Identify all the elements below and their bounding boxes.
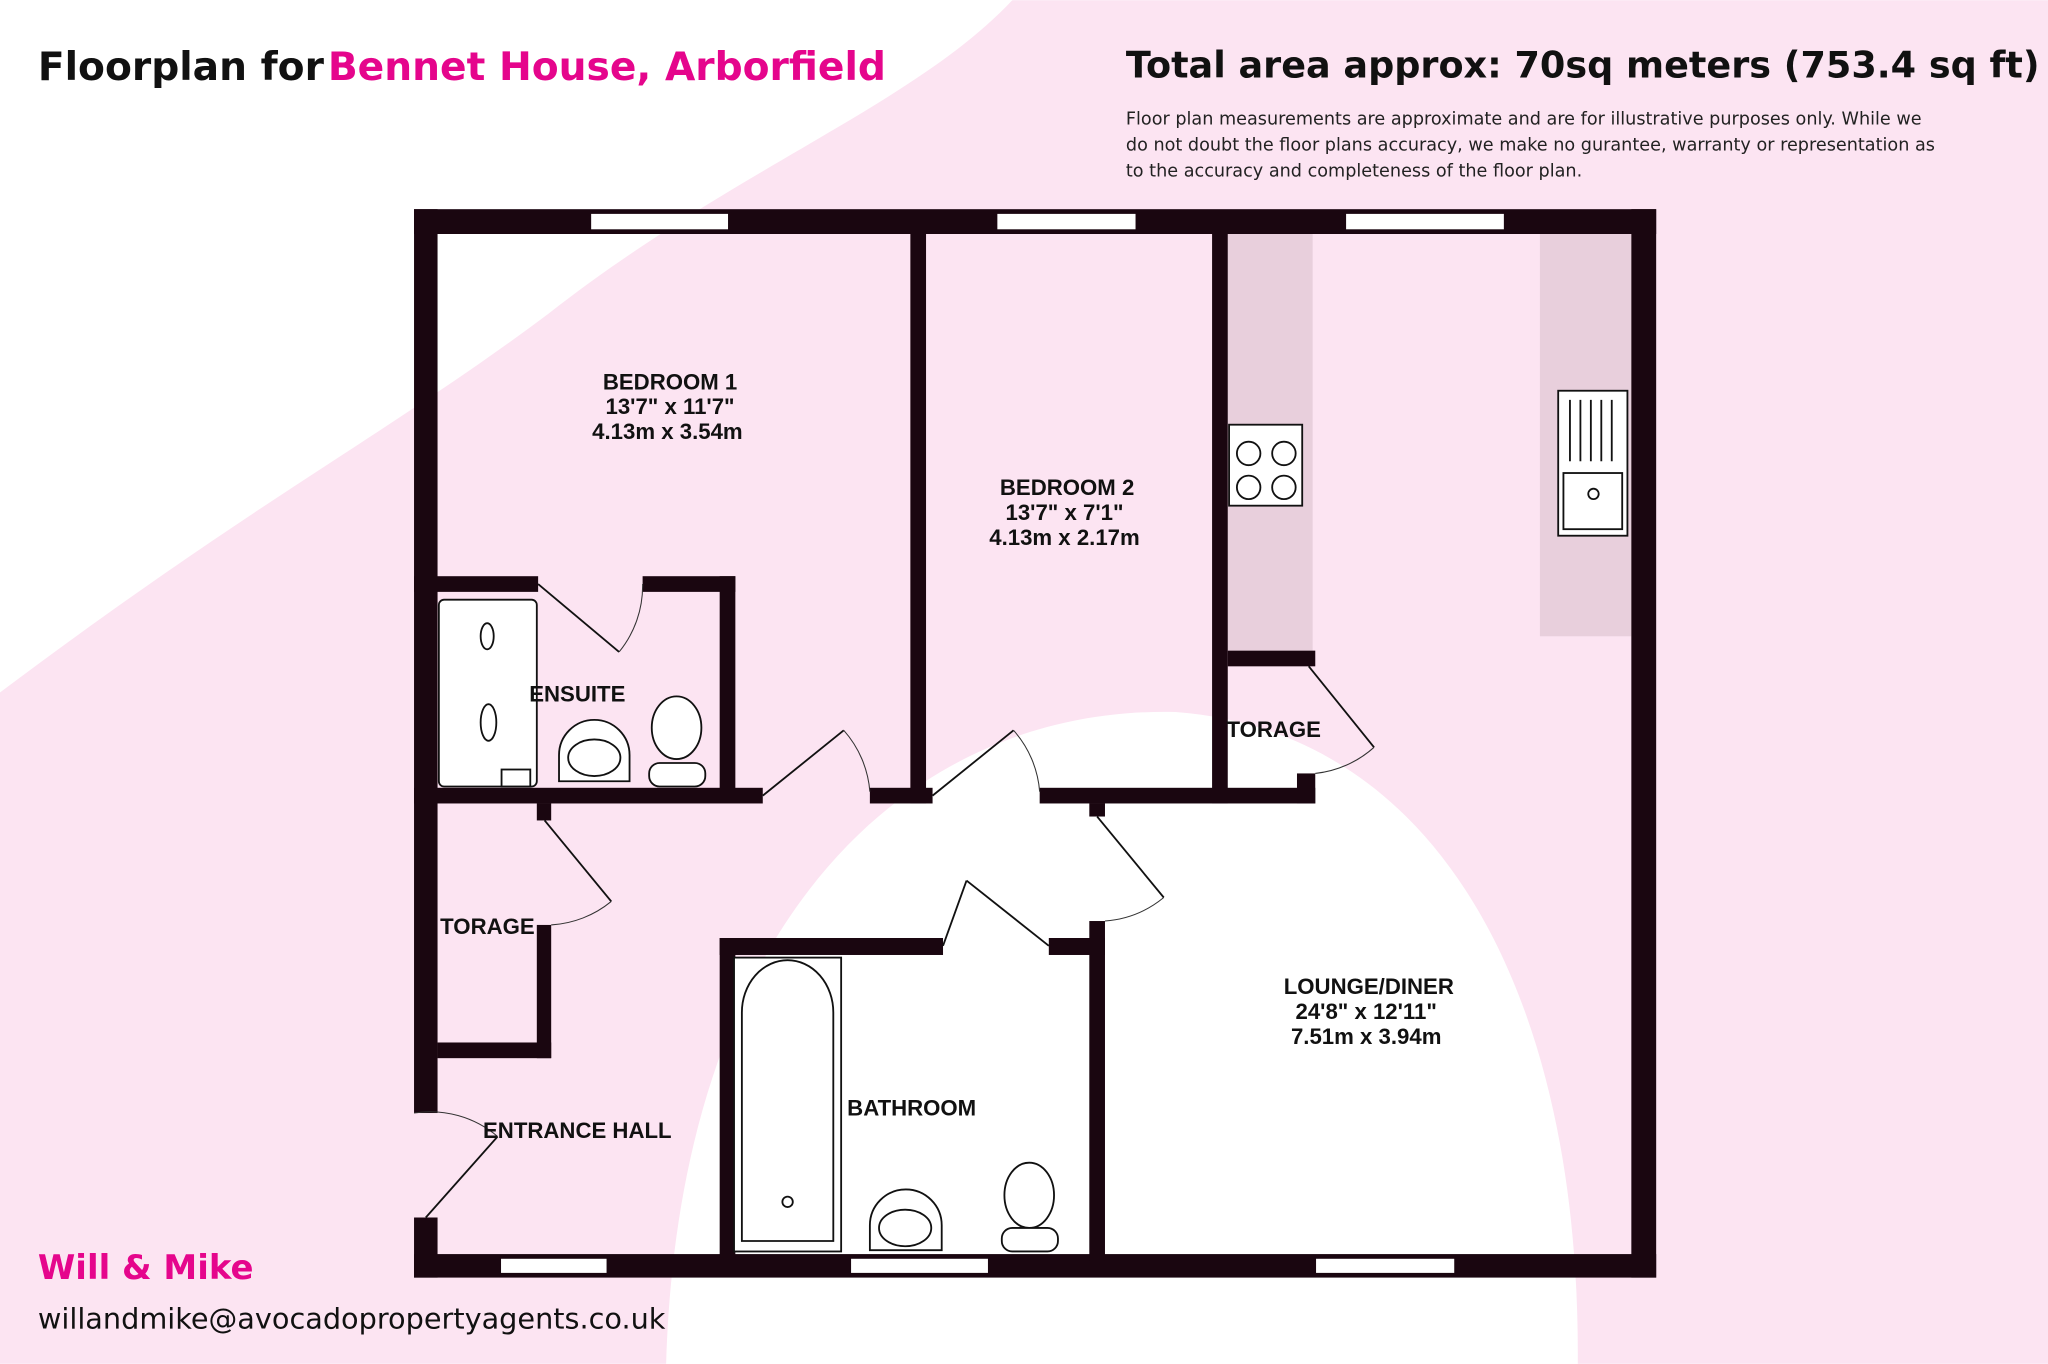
doors [413, 583, 1375, 1219]
room-dims-metric: 4.13m x 3.54m [592, 419, 743, 444]
room-name-storage-hall: TORAGE [440, 914, 535, 939]
agent-name: Will & Mike [38, 1248, 254, 1288]
room-name-entrance-hall: ENTRANCE HALL [483, 1118, 672, 1143]
room-name-bedroom2: BEDROOM 2 [1000, 475, 1134, 500]
basin-icon [558, 719, 631, 783]
bath-icon [733, 956, 843, 1253]
room-dims-metric: 4.13m x 2.17m [989, 525, 1140, 550]
room-dims-imperial: 13'7" x 7'1" [1006, 500, 1124, 525]
windows [499, 212, 1506, 1275]
property-name: Bennet House, Arborfield [328, 45, 886, 90]
room-dims-metric: 7.51m x 3.94m [1291, 1024, 1442, 1049]
shower-icon [437, 598, 538, 788]
total-area: Total area approx: 70sq meters (753.4 sq… [1126, 43, 2040, 86]
room-dims-imperial: 24'8" x 12'11" [1295, 999, 1436, 1024]
hob-icon [1228, 423, 1304, 507]
disclaimer-line: to the accuracy and completeness of the … [1126, 162, 1582, 182]
room-name-storage-kitchen: TORAGE [1226, 717, 1321, 742]
disclaimer-line: do not doubt the floor plans accuracy, w… [1126, 135, 1935, 155]
disclaimer-line: Floor plan measurements are approximate … [1126, 109, 1922, 129]
toilet-icon [1000, 1161, 1059, 1253]
kitchen-sink-icon [1557, 389, 1629, 537]
room-name-bedroom1: BEDROOM 1 [603, 369, 737, 394]
room-dims-imperial: 13'7" x 11'7" [606, 394, 735, 419]
title-prefix: Floorplan for [38, 45, 325, 90]
room-name-ensuite: ENSUITE [529, 682, 625, 707]
agent-email[interactable]: willandmike@avocadopropertyagents.co.uk [38, 1302, 666, 1336]
basin-icon [868, 1188, 943, 1252]
room-name-bathroom: BATHROOM [847, 1096, 976, 1121]
room-name-lounge: LOUNGE/DINER [1284, 974, 1454, 999]
toilet-icon [648, 695, 707, 788]
